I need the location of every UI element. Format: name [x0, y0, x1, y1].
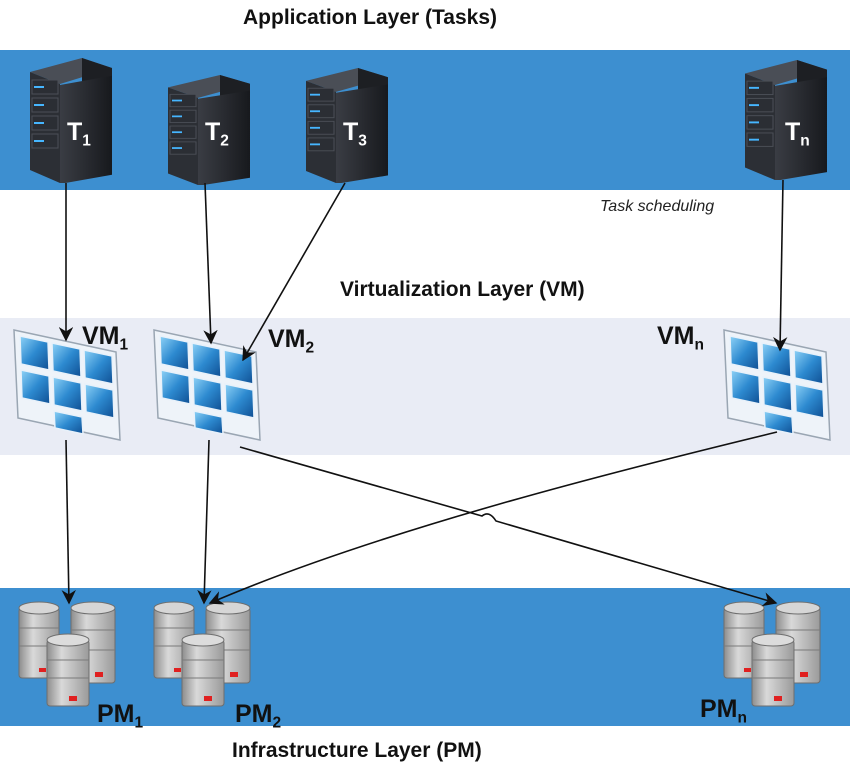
task-1-label: T1	[67, 118, 91, 150]
task-3-label: T3	[343, 118, 367, 150]
pm-1-label: PM1	[97, 700, 143, 732]
task-3-label-base: T	[343, 118, 359, 146]
pm-n-label-base: PM	[700, 695, 738, 723]
vm-2-label-base: VM	[268, 325, 306, 353]
arrow-vm2-pm2	[197, 439, 212, 605]
vm-1-label: VM1	[82, 322, 128, 354]
pm-n-label: PMn	[700, 695, 747, 727]
pm-2-label-sub: 2	[272, 714, 282, 732]
task-1-label-sub: 1	[82, 132, 91, 150]
task-3-label-sub: 3	[358, 132, 367, 150]
arrow-vmn-pm2	[208, 431, 778, 605]
task-n-label: Tn	[785, 118, 810, 150]
vm-2-label: VM2	[268, 325, 314, 357]
vm-n-label: VMn	[657, 322, 704, 354]
arrow-vm2-pmn	[239, 446, 778, 607]
virtualization-layer-band	[0, 318, 850, 455]
vm-1-label-base: VM	[82, 322, 120, 350]
pm-2-label: PM2	[235, 700, 281, 732]
virtualization-layer-title: Virtualization Layer (VM)	[340, 278, 585, 301]
application-layer-band	[0, 50, 850, 190]
vm-n-label-sub: n	[694, 336, 704, 354]
task-2-label-base: T	[205, 118, 221, 146]
task-n-label-sub: n	[800, 132, 810, 150]
vm-2-label-sub: 2	[305, 339, 315, 357]
arrow-tn-vmn	[773, 179, 788, 352]
task-scheduling-note: Task scheduling	[600, 198, 715, 215]
infrastructure-layer-title: Infrastructure Layer (PM)	[232, 739, 482, 762]
task-2-label: T2	[205, 118, 229, 150]
arrow-t2-vm2	[203, 182, 218, 345]
task-1-label-base: T	[67, 118, 83, 146]
task-n-label-base: T	[785, 118, 801, 146]
arrow-vm1-pm1	[61, 439, 76, 605]
vm-n-label-base: VM	[657, 322, 695, 350]
arrow-t3-vm2	[242, 182, 346, 362]
task-2-label-sub: 2	[220, 132, 229, 150]
infrastructure-layer-band	[0, 588, 850, 726]
pm-1-label-sub: 1	[134, 714, 144, 732]
application-layer-title: Application Layer (Tasks)	[243, 6, 498, 29]
pm-n-label-sub: n	[737, 709, 747, 727]
vm-1-label-sub: 1	[119, 336, 129, 354]
pm-2-label-base: PM	[235, 700, 273, 728]
pm-1-label-base: PM	[97, 700, 135, 728]
